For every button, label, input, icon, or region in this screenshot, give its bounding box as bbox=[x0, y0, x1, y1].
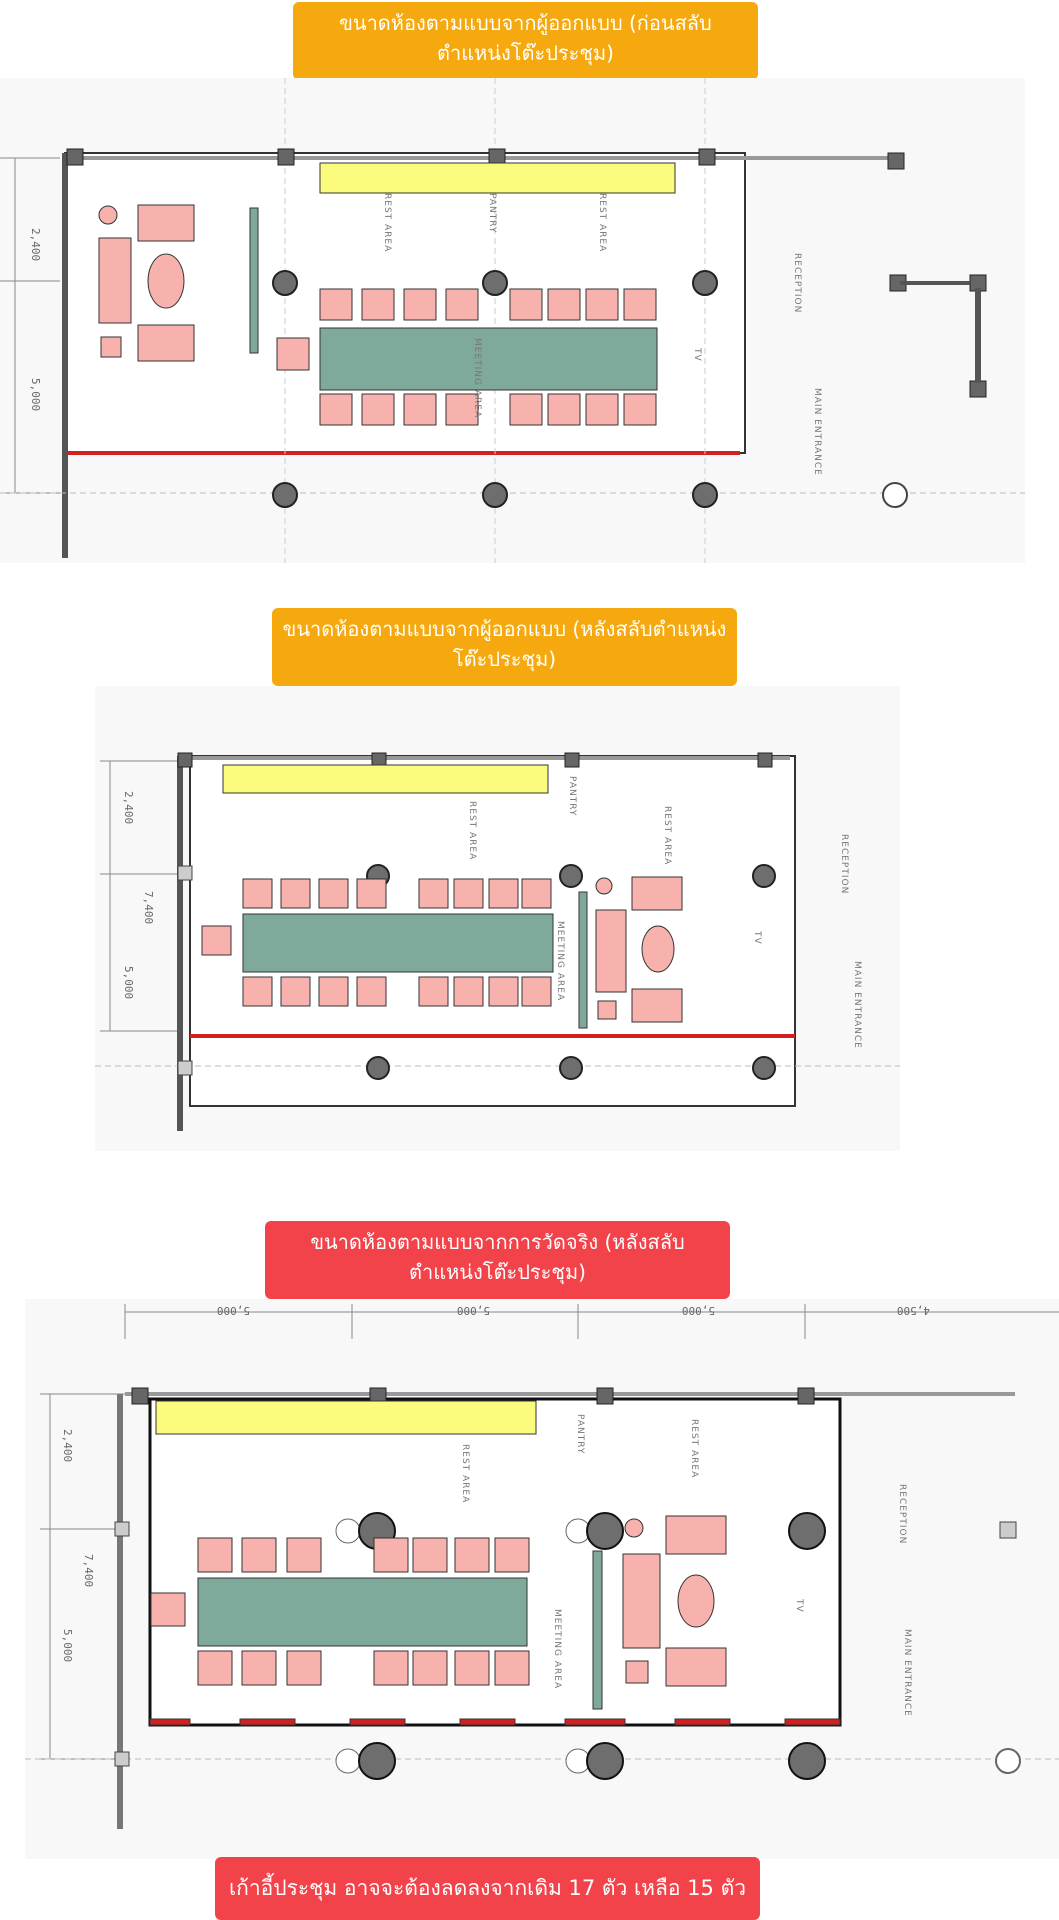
room-text-rest-area-2b: REST AREA bbox=[662, 806, 672, 865]
room-text-pantry-1: PANTRY bbox=[487, 193, 497, 233]
dim-5000-3: 5,000 bbox=[61, 1629, 74, 1662]
plan-label-after-text: ขนาดห้องตามแบบจากผู้ออกแบบ (หลังสลับตำแห… bbox=[282, 617, 727, 671]
room-text-reception-2: RECEPTION bbox=[839, 834, 849, 894]
floor-plan-after-svg: 2,400 7,400 5,000 REST AREA PANTRY REST … bbox=[95, 686, 900, 1151]
chair-count-note-text: เก้าอี้ประชุม อาจจะต้องลดลงจากเดิม 17 ตั… bbox=[228, 1876, 747, 1900]
room-text-reception-3: RECEPTION bbox=[897, 1484, 907, 1544]
room-text-meeting-3: MEETING AREA bbox=[552, 1609, 562, 1689]
room-text-reception-1: RECEPTION bbox=[792, 253, 802, 313]
plan-label-before-swap: ขนาดห้องตามแบบจากผู้ออกแบบ (ก่อนสลับตำแห… bbox=[293, 2, 758, 80]
dim-2400: 2,400 bbox=[29, 228, 42, 261]
dim-7400-2: 7,400 bbox=[142, 891, 155, 924]
dim-2400-3: 2,400 bbox=[61, 1429, 74, 1462]
room-text-rest-area-1b: REST AREA bbox=[597, 193, 607, 252]
chair-count-note: เก้าอี้ประชุม อาจจะต้องลดลงจากเดิม 17 ตั… bbox=[215, 1857, 760, 1920]
room-text-entrance-2: MAIN ENTRANCE bbox=[852, 961, 862, 1049]
room-text-rest-area-1: REST AREA bbox=[382, 193, 392, 252]
room-text-tv-1: TV bbox=[692, 347, 702, 362]
room-text-entrance-3: MAIN ENTRANCE bbox=[902, 1629, 912, 1717]
room-text-rest-area-3b: REST AREA bbox=[689, 1419, 699, 1478]
room-text-pantry-3: PANTRY bbox=[575, 1414, 585, 1454]
room-text-meeting-1: MEETING AREA bbox=[472, 338, 482, 418]
floor-plan-before: 2,400 5,000 REST AREA PANTRY REST AREA R… bbox=[0, 78, 1059, 563]
plan-label-measured-text: ขนาดห้องตามแบบจากการวัดจริง (หลังสลับตำแ… bbox=[310, 1230, 685, 1284]
room-text-tv-2: TV bbox=[752, 930, 762, 945]
floor-plan-measured: 5,000 5,000 5,000 4,500 2,400 7,400 5,00… bbox=[0, 1299, 1059, 1859]
plan-label-measured: ขนาดห้องตามแบบจากการวัดจริง (หลังสลับตำแ… bbox=[265, 1221, 730, 1299]
floor-plan-after: 2,400 7,400 5,000 REST AREA PANTRY REST … bbox=[0, 686, 1059, 1151]
dim-top-4500: 4,500 bbox=[897, 1304, 930, 1317]
room-text-rest-area-3: REST AREA bbox=[460, 1444, 470, 1503]
dim-5000-2: 5,000 bbox=[122, 966, 135, 999]
room-text-pantry-2: PANTRY bbox=[567, 776, 577, 816]
dim-top-5000-c: 5,000 bbox=[682, 1304, 715, 1317]
plan-label-after-swap: ขนาดห้องตามแบบจากผู้ออกแบบ (หลังสลับตำแห… bbox=[272, 608, 737, 686]
dim-top-5000-a: 5,000 bbox=[217, 1304, 250, 1317]
floor-plan-measured-svg: 5,000 5,000 5,000 4,500 2,400 7,400 5,00… bbox=[25, 1299, 1059, 1859]
dim-2400-2: 2,400 bbox=[122, 791, 135, 824]
plan-label-before-text: ขนาดห้องตามแบบจากผู้ออกแบบ (ก่อนสลับตำแห… bbox=[339, 11, 712, 65]
dim-top-5000-b: 5,000 bbox=[457, 1304, 490, 1317]
room-text-entrance-1: MAIN ENTRANCE bbox=[812, 388, 822, 476]
room-text-meeting-2: MEETING AREA bbox=[555, 921, 565, 1001]
dim-5000: 5,000 bbox=[29, 378, 42, 411]
room-text-tv-3: TV bbox=[794, 1598, 804, 1613]
room-text-rest-area-2: REST AREA bbox=[467, 801, 477, 860]
dim-7400-3: 7,400 bbox=[82, 1554, 95, 1587]
floor-plan-before-svg: 2,400 5,000 REST AREA PANTRY REST AREA R… bbox=[0, 78, 1025, 563]
